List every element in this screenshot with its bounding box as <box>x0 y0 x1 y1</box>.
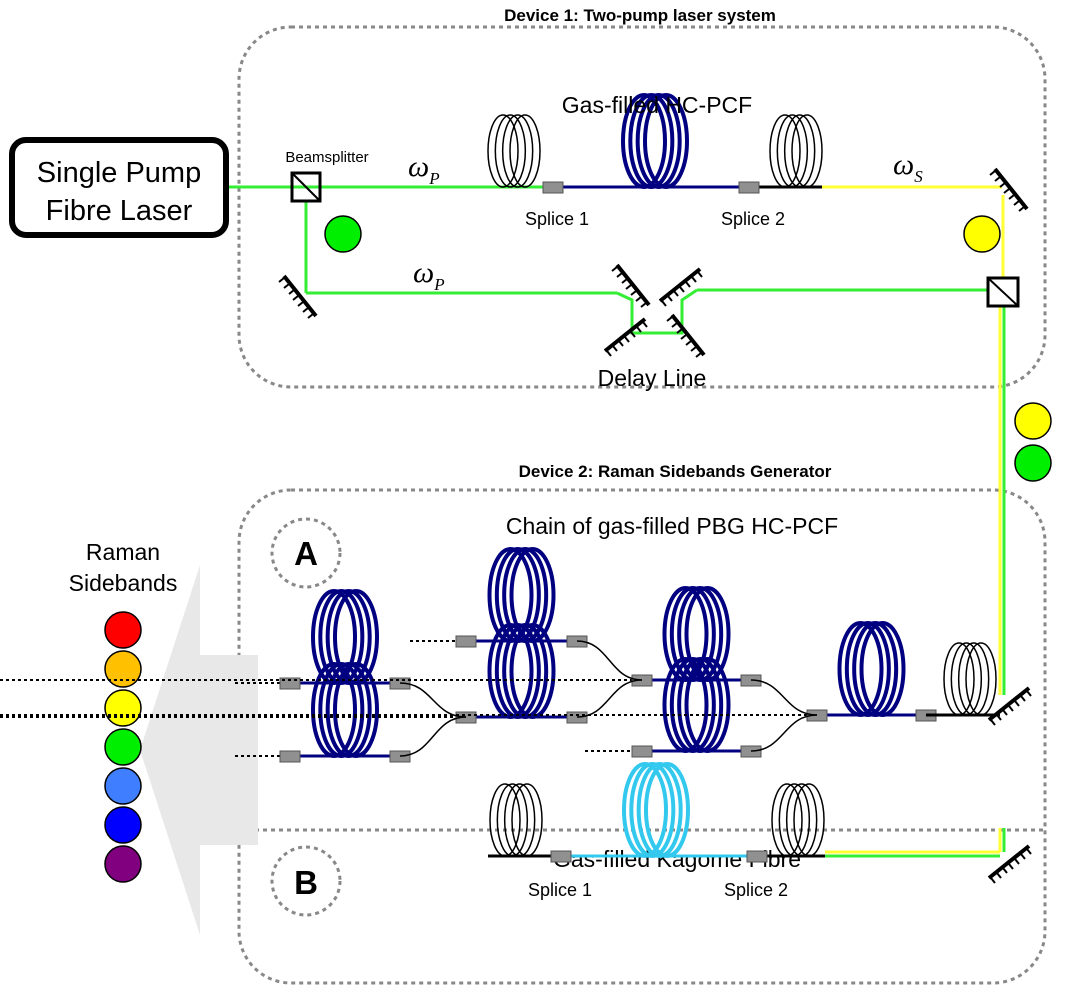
fibre-branch <box>399 682 467 718</box>
splice-2-label-d1: Splice 2 <box>721 209 785 229</box>
pump-dot <box>324 215 362 253</box>
svg-text:ωS: ωS <box>893 148 923 186</box>
splice <box>279 750 301 763</box>
beamsplitter-label: Beamsplitter <box>285 149 368 166</box>
fibre-branch <box>750 679 818 716</box>
delay-line-label: Delay Line <box>598 365 707 391</box>
combined-dot-stokes <box>1014 402 1052 440</box>
sideband-dot <box>104 845 142 883</box>
splice-2-label-b: Splice 2 <box>724 880 788 900</box>
fibre-coil <box>622 762 690 858</box>
sideband-dot <box>104 650 142 688</box>
fibre-label-d1: Gas-filled HC-PCF <box>562 92 752 118</box>
sideband-dot <box>104 689 142 727</box>
device1-beams <box>228 185 1005 335</box>
splice-1-b <box>550 850 572 863</box>
sidebands-label-2: Sidebands <box>69 570 178 596</box>
fibre-branch <box>750 714 818 752</box>
marker-a-circle <box>270 517 342 589</box>
coil-d1-input <box>487 114 541 188</box>
pbg-fibre-chain <box>0 547 1000 763</box>
omega-pump-bottom: ωP <box>413 256 445 294</box>
splice-2-d1 <box>738 181 760 194</box>
fibre-coil <box>311 662 379 758</box>
pump-laser-label-2: Fibre Laser <box>46 195 193 227</box>
omega-stokes: ωS <box>893 148 923 186</box>
fibre-coil <box>769 114 823 188</box>
fibre-coil <box>771 783 825 857</box>
sideband-dot <box>104 611 142 649</box>
combined-beam <box>998 305 1006 695</box>
fibre-coil <box>311 589 379 685</box>
device2-title: Device 2: Raman Sidebands Generator <box>519 462 832 481</box>
marker-b-circle <box>270 845 342 917</box>
mirror-top-right <box>988 167 1029 213</box>
fibre-coil <box>662 657 731 753</box>
omega-pump-top: ωP <box>408 150 440 188</box>
coil-b-output <box>771 783 825 857</box>
device1-title: Device 1: Two-pump laser system <box>504 6 776 25</box>
mirror-delay-3 <box>603 317 649 358</box>
sidebands-label-1: Raman <box>86 539 160 565</box>
fibre-coil <box>837 621 906 717</box>
svg-text:ωP: ωP <box>413 256 445 294</box>
marker-b: B <box>294 864 318 901</box>
sideband-dot <box>104 806 142 844</box>
splice <box>631 745 653 758</box>
combined-dot-pump <box>1014 444 1052 482</box>
coil-b-input <box>489 783 543 857</box>
fibre-coil <box>662 586 731 682</box>
coil-d1-main <box>621 93 689 189</box>
pump-laser-box <box>9 137 229 238</box>
coil-d1-output <box>769 114 823 188</box>
fibre-coil <box>621 93 689 189</box>
fibre-coil <box>943 642 997 716</box>
stokes-dot <box>963 215 1001 253</box>
fibre-branch <box>576 640 643 681</box>
device1-box <box>237 25 1047 389</box>
splice-2-b <box>746 850 768 863</box>
fibre-coil <box>489 783 543 857</box>
splice <box>279 677 301 690</box>
kagome-beam <box>825 828 1006 858</box>
beamsplitter-1 <box>290 171 322 203</box>
splice-1-d1 <box>542 181 564 194</box>
marker-a: A <box>294 535 318 572</box>
splice-1-label-b: Splice 1 <box>528 880 592 900</box>
fibre-coil <box>487 623 556 719</box>
pump-laser-label-1: Single Pump <box>37 157 201 189</box>
fibre-branch <box>399 716 467 757</box>
mirror-delay-4 <box>665 313 706 359</box>
fibre-branch <box>576 679 643 718</box>
splice-1-label-d1: Splice 1 <box>525 209 589 229</box>
coil-b-main <box>622 762 690 858</box>
splice <box>455 635 477 648</box>
beamsplitter-2 <box>986 276 1020 308</box>
chain-label: Chain of gas-filled PBG HC-PCF <box>506 513 838 539</box>
sideband-dot <box>104 728 142 766</box>
mirror-lower-left <box>277 274 318 320</box>
svg-text:ωP: ωP <box>408 150 440 188</box>
fibre-coil <box>487 114 541 188</box>
sideband-dots <box>104 611 142 883</box>
sidebands-arrow <box>140 565 258 935</box>
sideband-dot <box>104 767 142 805</box>
